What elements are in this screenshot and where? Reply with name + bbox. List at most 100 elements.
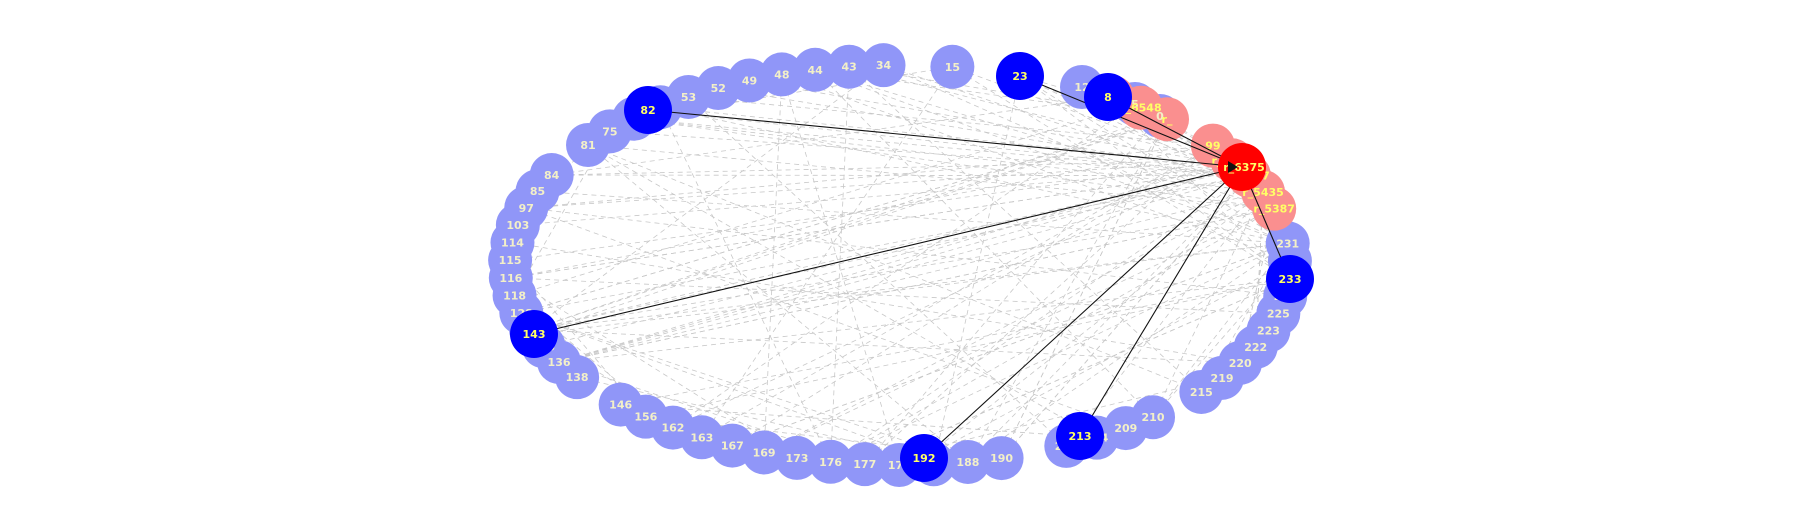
dashed-edge: [521, 175, 1250, 314]
node-label-215: 215: [1190, 386, 1213, 399]
dashed-edge: [933, 75, 1021, 465]
dashed-edge: [526, 159, 1233, 209]
dashed-edge: [688, 96, 1213, 147]
node-138[interactable]: [555, 355, 600, 400]
dashed-edge: [815, 69, 1288, 244]
dashed-edge: [558, 278, 1291, 363]
highlight-node-143[interactable]: [510, 310, 558, 358]
solid-edges: [533, 75, 1291, 459]
node-label-75: 75: [602, 125, 617, 138]
highlight-node-label-192: 192: [913, 452, 936, 465]
dashed-edge: [815, 69, 1275, 210]
node-43[interactable]: [827, 44, 872, 89]
dashed-edge: [688, 96, 1067, 447]
dashed-edge: [967, 242, 1288, 463]
node-label-136: 136: [548, 356, 571, 369]
dashed-edge: [526, 207, 1126, 429]
node-label-118: 118: [503, 289, 526, 302]
dashed-edge: [1019, 75, 1288, 244]
dashed-edge: [526, 145, 1213, 209]
node-label-223: 223: [1257, 325, 1280, 338]
highlight-node-label-8: 8: [1104, 91, 1112, 104]
dashed-edge: [952, 66, 1291, 280]
dashed-edge: [510, 145, 1213, 279]
node-label-163: 163: [690, 431, 713, 444]
dashed-edge: [620, 278, 1291, 405]
dashed-edge: [587, 144, 969, 463]
highlight-node-label-82: 82: [640, 104, 655, 117]
solid-edge: [1079, 166, 1243, 437]
highlight-node-8[interactable]: [1084, 73, 1132, 121]
dashed-edge: [659, 107, 831, 462]
dashed-edge: [634, 118, 1264, 193]
node-44[interactable]: [793, 47, 838, 92]
node-34[interactable]: [861, 43, 906, 88]
dashed-edge: [864, 377, 1223, 465]
dashed-edge: [530, 175, 1250, 331]
dashed-edge: [510, 277, 798, 459]
node-label-220: 220: [1229, 357, 1252, 370]
highlight-node-label-143: 143: [523, 328, 546, 341]
dashed-edge: [848, 66, 1202, 393]
node-231[interactable]: [1265, 221, 1310, 266]
dashed-edge: [517, 166, 1243, 226]
highlight-node-23[interactable]: [996, 52, 1044, 100]
highlight-node-192[interactable]: [900, 434, 948, 482]
highlight-node-label-23: 23: [1012, 70, 1027, 83]
dashed-edge: [781, 74, 900, 466]
node-label-r_5387: r_5387: [1253, 203, 1295, 216]
solid-edge: [647, 109, 1243, 168]
node-label-r_6375_b: r_: [1162, 113, 1173, 126]
dashed-edge: [558, 208, 1275, 363]
node-177[interactable]: [842, 442, 887, 487]
dashed-edge: [543, 166, 1243, 347]
dashed-edge: [763, 208, 1275, 453]
node-169[interactable]: [742, 430, 787, 475]
node-190[interactable]: [979, 436, 1024, 481]
node-15[interactable]: [930, 44, 975, 89]
node-label-r_5435: r_5435: [1242, 186, 1284, 199]
dashed-edge: [512, 242, 1241, 364]
dashed-edge: [514, 103, 1136, 296]
dashed-edge: [510, 277, 1279, 314]
solid-edge: [923, 166, 1243, 459]
node-label-116: 116: [499, 272, 522, 285]
dashed-edge: [587, 144, 1202, 393]
solid-edge: [1107, 96, 1243, 168]
node-label-r_6099: 99: [1205, 140, 1220, 153]
dashed-edge: [763, 191, 1264, 453]
dashed-edge: [672, 159, 1233, 428]
node-label-188: 188: [956, 456, 979, 469]
dashed-edge: [587, 144, 1098, 439]
highlight-node-label-213: 213: [1069, 430, 1092, 443]
dashed-edge: [521, 312, 969, 463]
node-label-49: 49: [742, 74, 757, 87]
node-label-43: 43: [841, 61, 856, 74]
dashed-edge: [558, 166, 1243, 363]
dashed-edge: [645, 278, 1291, 418]
highlight-node-213[interactable]: [1056, 412, 1104, 460]
node-81[interactable]: [566, 122, 611, 167]
node-label-81: 81: [580, 139, 595, 152]
highlight-node-233[interactable]: [1266, 255, 1314, 303]
node-label-53: 53: [681, 91, 696, 104]
node-label-44: 44: [808, 64, 824, 77]
node-188[interactable]: [945, 439, 990, 484]
highlight-node-label-233: 233: [1279, 273, 1302, 286]
center-node[interactable]: [1218, 143, 1266, 191]
node-176[interactable]: [808, 439, 853, 484]
highlight-node-82[interactable]: [624, 86, 672, 134]
dashed-edge: [530, 118, 1168, 331]
dashed-edge: [551, 159, 1233, 176]
node-173[interactable]: [774, 435, 819, 480]
node-label-177: 177: [853, 458, 876, 471]
node-label-3: 5: [1131, 98, 1139, 111]
dashed-edge: [530, 115, 1161, 331]
dashed-edge: [1152, 243, 1289, 418]
dashed-edge: [864, 115, 1161, 465]
node-label-146: 146: [609, 399, 632, 412]
node-label-138: 138: [566, 371, 589, 384]
node-210[interactable]: [1131, 395, 1176, 440]
dashed-edge: [1152, 191, 1264, 418]
dashed-edge: [551, 174, 1250, 177]
